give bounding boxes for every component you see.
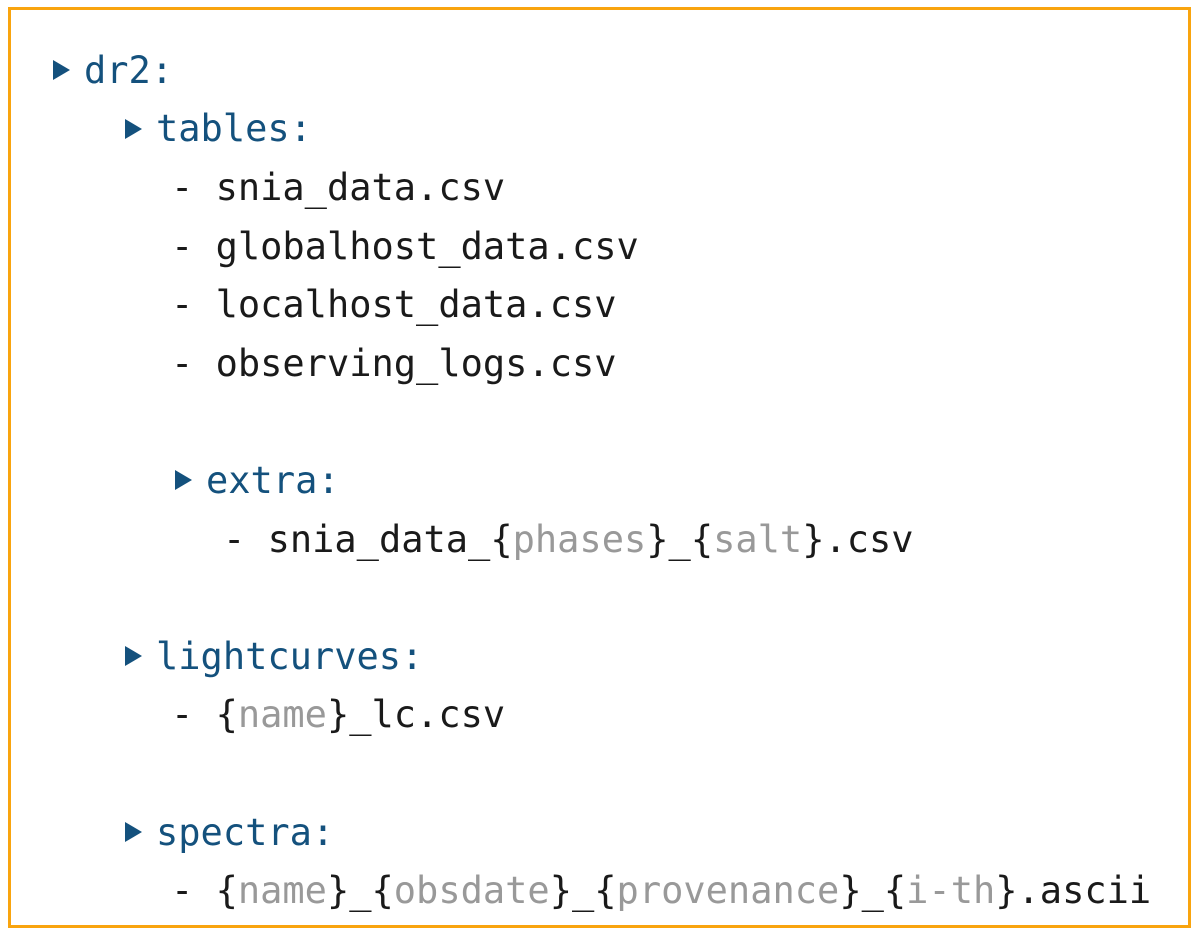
file-row: - snia_data.csv: [11, 158, 1188, 217]
placeholder-token: name: [237, 693, 327, 737]
blank-line: [11, 393, 1188, 452]
file-row: - {name}_{obsdate}_{provenance}_{i-th}.a…: [11, 861, 1188, 920]
file-row: - snia_data_{phases}_{salt}.csv: [11, 510, 1188, 569]
filename-text: }_{: [326, 869, 394, 913]
placeholder-token: obsdate: [393, 869, 550, 913]
folder-label: spectra:: [156, 810, 335, 854]
dash-bullet: -: [171, 283, 216, 327]
folder-label: extra:: [206, 458, 340, 502]
filename-text: localhost_data.csv: [215, 283, 617, 327]
dash-bullet: -: [223, 517, 268, 561]
filename-text: {: [215, 869, 238, 913]
file-row: - localhost_data.csv: [11, 275, 1188, 334]
file-name: {name}_{obsdate}_{provenance}_{i-th}.asc…: [216, 872, 1152, 909]
disclosure-triangle-icon: [125, 118, 142, 139]
filename-text: snia_data.csv: [215, 165, 506, 209]
document-border-frame: dr2:tables:- snia_data.csv- globalhost_d…: [8, 7, 1191, 928]
disclosure-triangle-icon: [125, 646, 142, 667]
placeholder-token: phases: [512, 517, 647, 561]
folder-label: lightcurves:: [156, 634, 424, 678]
file-name: localhost_data.csv: [216, 286, 617, 323]
folder-row-tables[interactable]: tables:: [11, 100, 1188, 159]
placeholder-token: name: [237, 869, 327, 913]
folder-row-dr2[interactable]: dr2:: [11, 41, 1188, 100]
file-tree: dr2:tables:- snia_data.csv- globalhost_d…: [11, 41, 1188, 920]
dash-bullet: -: [171, 224, 216, 268]
filename-text: observing_logs.csv: [215, 341, 617, 385]
placeholder-token: provenance: [616, 869, 840, 913]
file-row: - {name}_lc.csv: [11, 686, 1188, 745]
filename-text: }_lc.csv: [326, 693, 506, 737]
placeholder-token: salt: [713, 517, 803, 561]
folder-row-spectra[interactable]: spectra:: [11, 803, 1188, 862]
disclosure-triangle-icon: [53, 60, 70, 81]
filename-text: {: [215, 693, 238, 737]
file-row: - observing_logs.csv: [11, 334, 1188, 393]
blank-line: [11, 568, 1188, 627]
folder-label: tables:: [156, 107, 312, 151]
dash-bullet: -: [171, 693, 216, 737]
file-name: snia_data.csv: [216, 169, 506, 206]
folder-label: dr2:: [84, 48, 174, 92]
dash-bullet: -: [171, 341, 216, 385]
file-name: globalhost_data.csv: [216, 228, 639, 265]
file-row: - globalhost_data.csv: [11, 217, 1188, 276]
filename-text: }_{: [646, 517, 714, 561]
disclosure-triangle-icon: [175, 470, 192, 491]
dash-bullet: -: [171, 869, 216, 913]
disclosure-triangle-icon: [125, 822, 142, 843]
blank-line: [11, 744, 1188, 803]
filename-text: snia_data_{: [267, 517, 513, 561]
placeholder-token: i-th: [906, 869, 996, 913]
file-name: {name}_lc.csv: [216, 696, 506, 733]
filename-text: globalhost_data.csv: [215, 224, 639, 268]
folder-row-extra[interactable]: extra:: [11, 451, 1188, 510]
filename-text: }.ascii: [995, 869, 1152, 913]
file-name: snia_data_{phases}_{salt}.csv: [268, 521, 914, 558]
folder-row-lightcurves[interactable]: lightcurves:: [11, 627, 1188, 686]
filename-text: }_{: [549, 869, 617, 913]
filename-text: }.csv: [802, 517, 914, 561]
filename-text: }_{: [839, 869, 907, 913]
dash-bullet: -: [171, 165, 216, 209]
file-name: observing_logs.csv: [216, 345, 617, 382]
